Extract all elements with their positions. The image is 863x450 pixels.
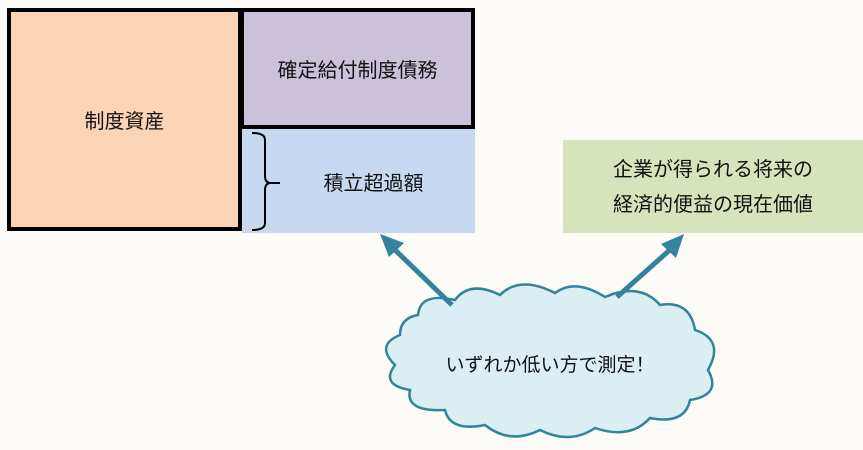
surplus-label: 積立超過額 <box>323 170 424 195</box>
benefit-label-line1: 企業が得られる将来の <box>613 156 813 181</box>
plan-assets-box: 制度資産 <box>7 8 242 231</box>
funded-surplus-box: 積立超過額 <box>242 129 475 233</box>
economic-benefit-box: 企業が得られる将来の 経済的便益の現在価値 <box>563 140 863 233</box>
arrow-head-icon <box>380 234 404 257</box>
arrow-to-surplus <box>390 245 454 307</box>
benefit-label-line2: 経済的便益の現在価値 <box>613 191 813 216</box>
arrow-to-benefit <box>615 246 674 299</box>
plan-assets-label: 制度資産 <box>84 109 165 133</box>
measurement-note: いずれか低い方で測定！ <box>445 354 655 376</box>
arrow-head-icon <box>661 234 684 258</box>
cloud-shape <box>385 283 716 439</box>
defined-benefit-obligation-box: 確定給付制度債務 <box>240 8 475 129</box>
brace-icon <box>251 132 272 231</box>
obligation-label: 確定給付制度債務 <box>277 58 438 82</box>
